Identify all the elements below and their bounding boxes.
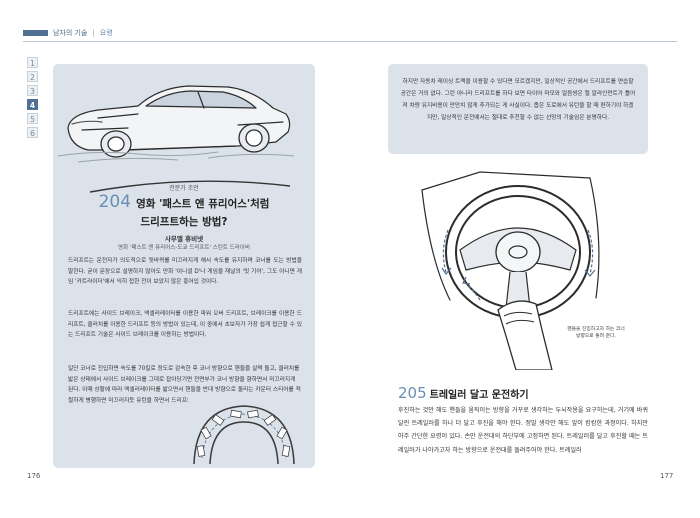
- section-205-title: 트레일러 달고 운전하기: [429, 390, 529, 401]
- chapter-tabs: 1 2 3 4 5 6: [27, 57, 38, 138]
- chapter-tab-1[interactable]: 1: [27, 57, 38, 68]
- sports-car-illustration: [58, 85, 295, 163]
- chapter-tab-2[interactable]: 2: [27, 71, 38, 82]
- warning-box: 하지만 자동차 레이싱 트랙을 이용할 수 있다면 모르겠지만, 일상적인 공간…: [388, 64, 648, 154]
- article-title-line1: 영화 '패스트 앤 퓨리어스'처럼: [136, 198, 270, 210]
- section-205-number: 205: [398, 384, 427, 402]
- header-separator: |: [92, 29, 95, 37]
- section-205-body: 후진하는 것만 해도 핸들을 움직이는 방향을 거꾸로 생각하는 두뇌작용을 요…: [398, 407, 648, 454]
- page-number-right: 177: [660, 472, 674, 480]
- warning-box-text: 하지만 자동차 레이싱 트랙을 이용할 수 있다면 모르겠지만, 일상적인 공간…: [400, 79, 636, 121]
- expert-name: 사무엘 휴비넷: [164, 235, 204, 243]
- page-number-left: 176: [27, 472, 41, 480]
- running-header: 남자의 기술 | 요령: [23, 27, 113, 39]
- paragraph-3: 일단 코너로 진입하면 속도를 70킬로 정도로 감속한 후 코너 방향으로 핸…: [68, 364, 302, 407]
- article-title: 204 영화 '패스트 앤 퓨리어스'처럼 드리프트하는 방법?: [53, 192, 315, 229]
- header-color-bar: [23, 30, 48, 36]
- paragraph-1: 드리프트는 운전자가 의도적으로 뒷바퀴를 미끄러지게 해서 속도를 유지하며 …: [68, 258, 302, 286]
- title-swoosh: [90, 180, 290, 193]
- header-series: 남자의 기술: [53, 29, 88, 37]
- chapter-tab-5[interactable]: 5: [27, 113, 38, 124]
- paragraph-3-text: 일단 코너로 진입하면 속도를 70킬로 정도로 감속한 후 코너 방향으로 핸…: [68, 366, 301, 405]
- section-205-heading: 205 트레일러 달고 운전하기: [398, 384, 529, 402]
- paragraph-2: 드리프트에는 사이드 브레이크, 액셀러레이터를 이용한 파워 오버 드리프트,…: [68, 311, 302, 339]
- chapter-tab-3[interactable]: 3: [27, 85, 38, 96]
- chapter-tab-6[interactable]: 6: [27, 127, 38, 138]
- article-number: 204: [98, 192, 132, 212]
- article-title-line2: 드리프트하는 방법?: [140, 216, 228, 228]
- wheel-caption: 핸들을 진입하고자 하는 코너 방향으로 돌려 준다.: [567, 327, 625, 339]
- header-rule: [23, 41, 677, 42]
- drift-track-diagram: [188, 396, 300, 466]
- expert-role: 영화 '패스트 앤 퓨리어스-도쿄 드리프트' 스턴트 드라이버: [118, 245, 250, 251]
- steering-wheel-illustration: [421, 171, 600, 370]
- kicker-label: 전문가 조언: [169, 185, 199, 192]
- header-section: 요령: [99, 29, 113, 37]
- chapter-tab-4[interactable]: 4: [27, 99, 38, 110]
